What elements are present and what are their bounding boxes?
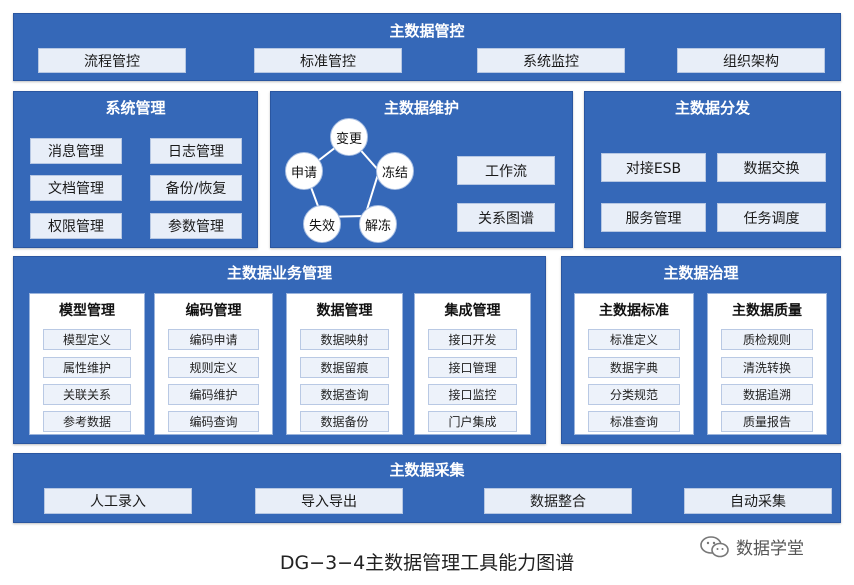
group-title: 数据管理 — [316, 303, 373, 319]
group-item: 数据映射 — [300, 329, 389, 350]
panel-title: 主数据采集 — [389, 461, 465, 479]
group-item: 质检规则 — [721, 329, 813, 350]
process-control-box: 流程管控 — [38, 48, 186, 73]
group-title: 模型管理 — [59, 303, 115, 319]
group-item: 参考数据 — [43, 411, 131, 432]
group-title: 编码管理 — [185, 303, 242, 319]
group-item: 数据备份 — [300, 411, 389, 432]
code-mgmt-group: 编码管理 编码申请 规则定义 编码维护 编码查询 — [154, 293, 273, 435]
group-item: 属性维护 — [43, 357, 131, 378]
group-item: 数据留痕 — [300, 357, 389, 378]
cycle-unfreeze: 解冻 — [359, 205, 397, 243]
governance-panel: 主数据治理 主数据标准 标准定义 数据字典 分类规范 标准查询 主数据质量 质检… — [561, 256, 841, 444]
model-mgmt-group: 模型管理 模型定义 属性维护 关联关系 参考数据 — [29, 293, 145, 435]
workflow-box: 工作流 — [457, 156, 555, 185]
group-title: 集成管理 — [444, 303, 501, 319]
group-item: 分类规范 — [588, 384, 680, 405]
data-mgmt-group: 数据管理 数据映射 数据留痕 数据查询 数据备份 — [286, 293, 403, 435]
task-schedule-box: 任务调度 — [717, 203, 826, 232]
panel-title: 系统管理 — [105, 99, 166, 117]
panel-title: 主数据治理 — [663, 264, 739, 282]
cycle-apply: 申请 — [285, 152, 323, 190]
log-mgmt-box: 日志管理 — [150, 138, 242, 164]
cycle-freeze: 冻结 — [376, 152, 414, 190]
message-mgmt-box: 消息管理 — [30, 138, 122, 164]
group-item: 门户集成 — [428, 411, 517, 432]
integration-mgmt-group: 集成管理 接口开发 接口管理 接口监控 门户集成 — [414, 293, 531, 435]
data-integration-box: 数据整合 — [484, 488, 632, 514]
distribution-panel: 主数据分发 对接ESB 数据交换 服务管理 任务调度 — [584, 91, 841, 248]
org-structure-box: 组织架构 — [677, 48, 825, 73]
group-item: 模型定义 — [43, 329, 131, 350]
system-management-panel: 系统管理 消息管理 日志管理 文档管理 备份/恢复 权限管理 参数管理 — [13, 91, 258, 248]
group-item: 数据追溯 — [721, 384, 813, 405]
system-monitor-box: 系统监控 — [477, 48, 625, 73]
group-title: 主数据质量 — [732, 303, 802, 319]
cycle-invalidate: 失效 — [303, 205, 341, 243]
panel-title: 主数据业务管理 — [226, 264, 332, 282]
governance-control-panel: 主数据管控 流程管控 标准管控 系统监控 组织架构 — [13, 13, 841, 81]
manual-entry-box: 人工录入 — [44, 488, 192, 514]
maintenance-panel: 主数据维护 变更 冻结 解冻 失效 申请 工作流 关系图谱 — [270, 91, 573, 248]
group-item: 编码维护 — [168, 384, 259, 405]
group-item: 标准查询 — [588, 411, 680, 432]
permission-mgmt-box: 权限管理 — [30, 213, 122, 239]
cycle-change: 变更 — [330, 118, 368, 156]
quality-group: 主数据质量 质检规则 清洗转换 数据追溯 质量报告 — [707, 293, 827, 435]
relation-graph-box: 关系图谱 — [457, 203, 555, 232]
standard-group: 主数据标准 标准定义 数据字典 分类规范 标准查询 — [574, 293, 694, 435]
standard-control-box: 标准管控 — [254, 48, 402, 73]
group-title: 主数据标准 — [599, 303, 669, 319]
brand-watermark: 数据学堂 — [700, 534, 804, 559]
brand-name: 数据学堂 — [736, 539, 804, 559]
esb-box: 对接ESB — [601, 153, 706, 182]
import-export-box: 导入导出 — [255, 488, 403, 514]
panel-title: 主数据管控 — [389, 22, 465, 40]
figure-caption: DG−3−4主数据管理工具能力图谱 — [279, 552, 575, 574]
group-item: 编码查询 — [168, 411, 259, 432]
group-item: 规则定义 — [168, 357, 259, 378]
group-item: 标准定义 — [588, 329, 680, 350]
panel-title: 主数据分发 — [674, 99, 750, 117]
group-item: 清洗转换 — [721, 357, 813, 378]
group-item: 接口监控 — [428, 384, 517, 405]
group-item: 接口开发 — [428, 329, 517, 350]
group-item: 关联关系 — [43, 384, 131, 405]
doc-mgmt-box: 文档管理 — [30, 175, 122, 201]
service-mgmt-box: 服务管理 — [601, 203, 706, 232]
panel-title: 主数据维护 — [383, 99, 459, 117]
data-exchange-box: 数据交换 — [717, 153, 826, 182]
group-item: 数据字典 — [588, 357, 680, 378]
collection-panel: 主数据采集 人工录入 导入导出 数据整合 自动采集 — [13, 453, 841, 523]
auto-collect-box: 自动采集 — [684, 488, 832, 514]
group-item: 接口管理 — [428, 357, 517, 378]
parameter-mgmt-box: 参数管理 — [150, 213, 242, 239]
business-management-panel: 主数据业务管理 模型管理 模型定义 属性维护 关联关系 参考数据 编码管理 编码… — [13, 256, 546, 444]
group-item: 质量报告 — [721, 411, 813, 432]
wechat-icon — [700, 535, 729, 557]
group-item: 数据查询 — [300, 384, 389, 405]
group-item: 编码申请 — [168, 329, 259, 350]
backup-restore-box: 备份/恢复 — [150, 175, 242, 201]
